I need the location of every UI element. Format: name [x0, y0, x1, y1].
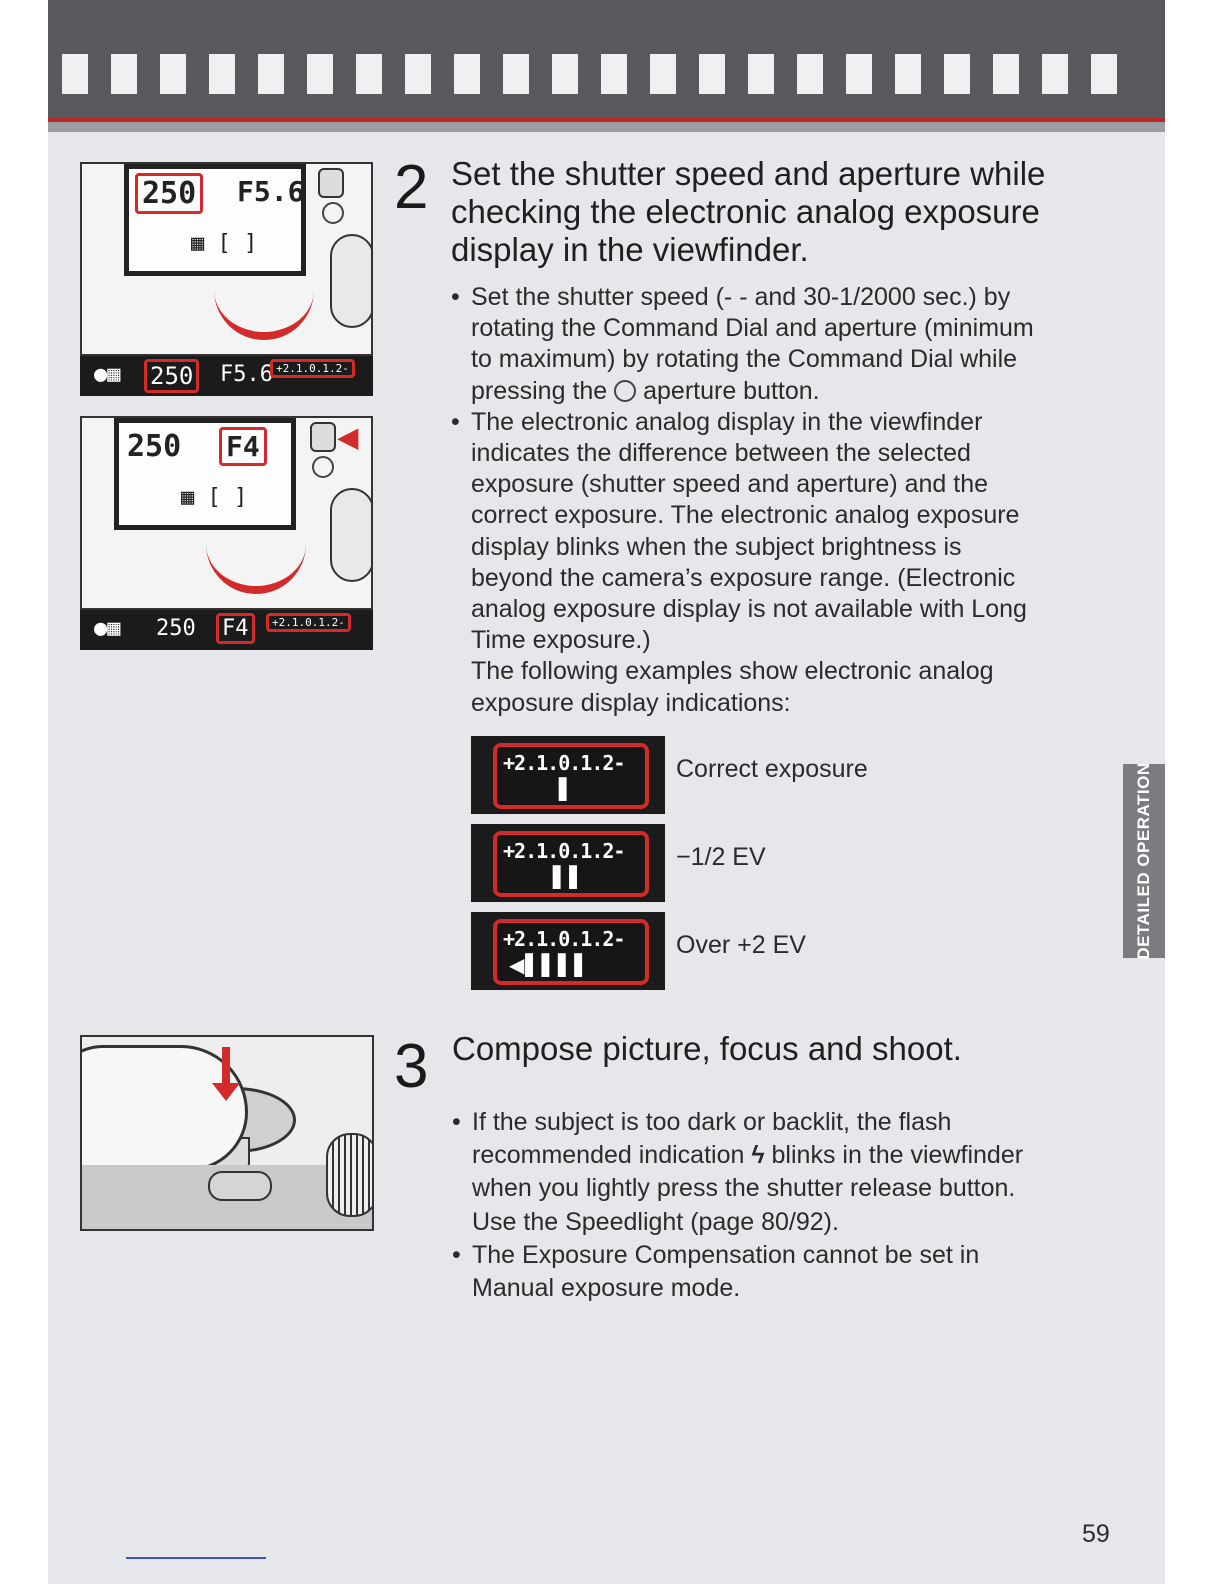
step3-body: If the subject is too dark or backlit, t…: [452, 1106, 1112, 1305]
exposure-bars: ◀▌▌▌▌: [509, 953, 591, 977]
header-grey-rule: [48, 122, 1165, 132]
exposure-display-example: +2.1.0.1.2- ▌▌: [471, 824, 665, 902]
rotate-arrow-icon: [214, 282, 314, 340]
examples-intro: The following examples show electronic a…: [471, 657, 994, 717]
page-number: 59: [1082, 1520, 1110, 1548]
exposure-example-label: Over +2 EV: [676, 931, 806, 959]
exposure-bars: ▌▌: [553, 865, 586, 889]
lcd-meter-symbols: ▦ [ ]: [191, 231, 258, 256]
aperture-icon: [322, 202, 344, 226]
bullet-item: The electronic analog display in the vie…: [451, 407, 1111, 657]
arrow-left-icon: ◀: [338, 422, 358, 452]
finger-illustration: [82, 1045, 248, 1171]
flash-icon: ϟ: [751, 1141, 765, 1170]
viewfinder-strip-top: ●▦ 250 F5.6 +2.1.0.1.2-: [80, 356, 373, 396]
exposure-example-label: −1/2 EV: [676, 843, 766, 871]
strip-scale: +2.1.0.1.2-: [266, 613, 351, 632]
lcd-panel: 250 F5.6 ▦ [ ]: [124, 164, 306, 276]
step2-body: Set the shutter speed (- - and 30-1/2000…: [451, 282, 1111, 719]
exposure-bars: ▌: [559, 777, 576, 801]
grille: [326, 1133, 372, 1217]
bullet-item: If the subject is too dark or backlit, t…: [452, 1106, 1112, 1239]
header-red-rule: [48, 118, 1165, 122]
camera-lcd-illustration-bottom: 250 F4 ▦ [ ] ◀: [80, 416, 373, 610]
step-number: 2: [394, 153, 429, 222]
bullet-item: Set the shutter speed (- - and 30-1/2000…: [451, 282, 1111, 407]
lcd-meter-symbols: ▦ [ ]: [181, 485, 248, 510]
strip-shutter: 250: [144, 359, 200, 393]
arrow-down-icon: [222, 1047, 230, 1087]
exposure-mode-icon: [310, 422, 336, 452]
strip-scale: +2.1.0.1.2-: [270, 359, 355, 378]
rotate-arrow-icon: [206, 536, 306, 594]
strip-aperture: F5.6: [220, 362, 273, 387]
exposure-display-example: +2.1.0.1.2- ◀▌▌▌▌: [471, 912, 665, 990]
film-perforations: [62, 54, 1117, 94]
camera-grip: [330, 488, 371, 582]
viewfinder-strip-bottom: ●▦ 250 F4 +2.1.0.1.2-: [80, 610, 373, 650]
exposure-display-example: +2.1.0.1.2- ▌: [471, 736, 665, 814]
lcd-aperture: F4: [219, 427, 267, 466]
section-side-tab: DETAILED OPERATION: [1123, 762, 1165, 960]
camera-lcd-illustration-top: 250 F5.6 ▦ [ ]: [80, 162, 373, 356]
aperture-icon: [614, 379, 637, 402]
bottom-rule: [126, 1557, 266, 1559]
shutter-release-illustration: [80, 1035, 374, 1231]
step-number: 3: [394, 1032, 429, 1101]
step-heading: Compose picture, focus and shoot.: [452, 1030, 962, 1067]
lcd-shutter-speed: 250: [127, 429, 182, 464]
aperture-icon: [312, 456, 334, 480]
bullet-item: The Exposure Compensation cannot be set …: [452, 1239, 1112, 1305]
lcd-panel: 250 F4 ▦ [ ]: [114, 418, 296, 530]
lcd-aperture: F5.6: [237, 175, 305, 208]
strip-aperture: F4: [216, 613, 255, 644]
exposure-mode-icon: [318, 168, 344, 198]
film-strip-header: [48, 0, 1165, 118]
step-heading: Set the shutter speed and aperture while…: [451, 155, 1046, 268]
strip-shutter: 250: [156, 616, 196, 641]
exposure-example-label: Correct exposure: [676, 755, 868, 783]
lcd-shutter-speed: 250: [135, 173, 204, 214]
camera-grip: [330, 234, 371, 328]
